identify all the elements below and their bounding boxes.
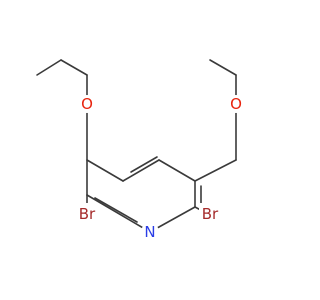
atom-labels: O O N Br Br [76,95,245,241]
atom-o2: O [230,95,242,113]
bond-propyl-left-1 [36,59,62,76]
atom-br1-bg [76,203,98,225]
bond-ring-double-1 [130,156,158,173]
molecule-diagram: O O N Br Br [36,59,245,241]
bond-ring-double-3 [94,197,138,223]
atom-o1: O [81,95,93,113]
bond-ring-c3-c2 [158,159,196,182]
bond-ring-c5-c4 [86,159,124,182]
atom-n: N [144,223,155,241]
atom-br2: Br [202,205,219,223]
bond-ring-c6-n [86,194,151,233]
bond-propyl-right-2 [209,59,237,76]
atom-n-bg [141,223,159,241]
atom-br1: Br [79,205,96,223]
structure-canvas: O O N Br Br [36,59,245,241]
atom-o1-bg [78,95,96,113]
atom-o2-bg [227,95,245,113]
bonds [36,59,237,233]
bond-propyl-left-2 [60,59,88,76]
atom-br2-bg [199,203,221,225]
bond-ring-c4-c3 [122,159,160,182]
bond-ring-c2-c1 [194,159,237,182]
